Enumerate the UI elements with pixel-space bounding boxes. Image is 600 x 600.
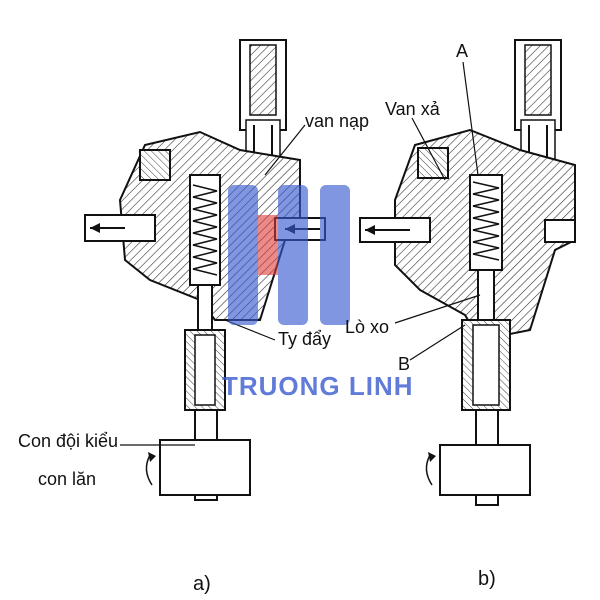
label-exhaust-valve: Van xả: [385, 99, 440, 119]
panel-b-cam: [439, 444, 531, 496]
label-push-rod: Ty đẩy: [278, 329, 332, 349]
label-follower-line2: con lăn: [38, 469, 97, 489]
panel-b-drawing: [359, 39, 576, 506]
panel-b-right-port: [544, 219, 576, 243]
watermark-logo: [228, 185, 350, 325]
label-intake-valve: van nạp: [305, 111, 370, 131]
label-point-b: B: [398, 354, 411, 374]
label-spring: Lò xo: [345, 317, 390, 337]
watermark-text: TRUONG LINH: [222, 371, 414, 401]
panel-a-spring: [192, 184, 218, 276]
label-point-a: A: [456, 41, 469, 61]
panel-a-cam: [159, 439, 251, 496]
label-follower-line1: Con đội kiểu: [18, 431, 119, 451]
panel-b-spring-chamber: [469, 174, 503, 271]
caption-panel-a: a): [193, 573, 211, 595]
panel-b-spring: [472, 181, 500, 261]
caption-panel-b: b): [478, 568, 496, 590]
